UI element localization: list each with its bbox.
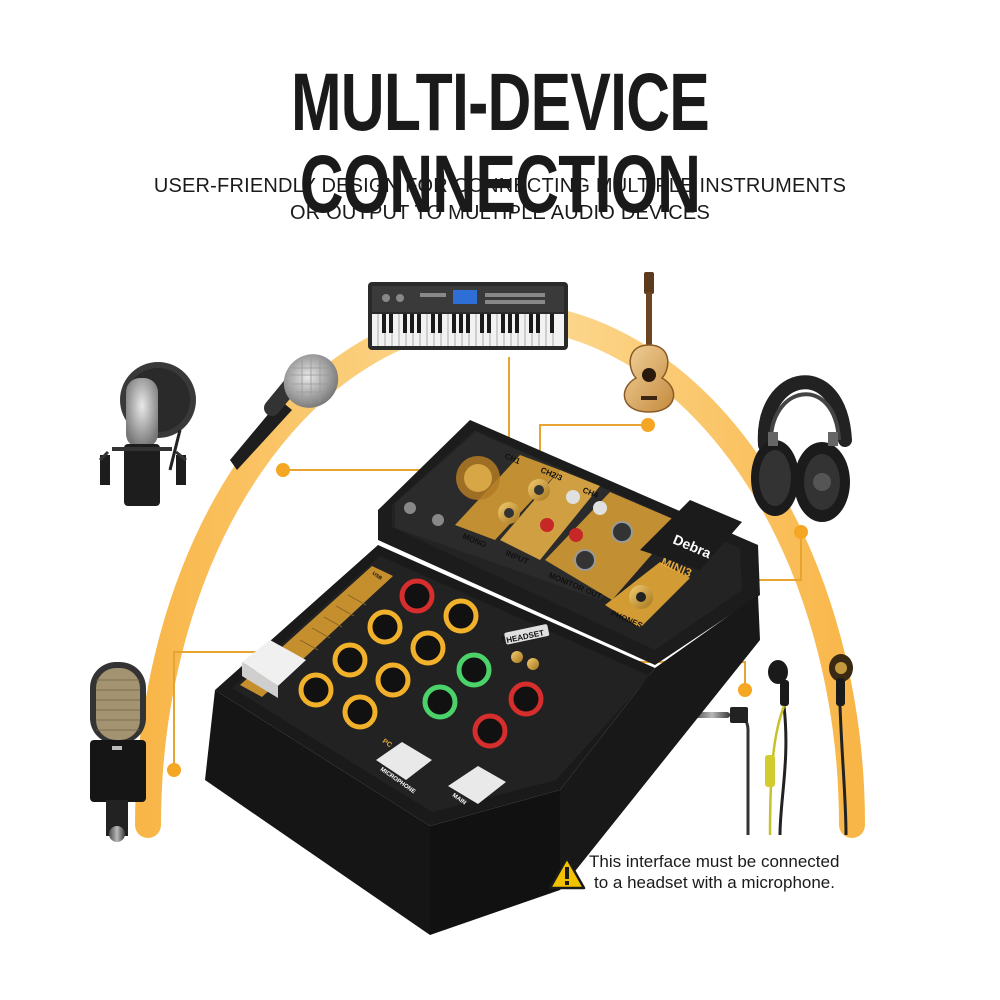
connection-dots bbox=[167, 418, 808, 777]
studio-microphone-image bbox=[90, 662, 146, 842]
headset-notice: This interface must be connected to a he… bbox=[548, 852, 888, 896]
keyboard-image bbox=[368, 282, 568, 350]
studio-headphones-image bbox=[751, 375, 852, 522]
notice-line-1: This interface must be connected bbox=[589, 852, 840, 871]
subtitle-line-1: USER-FRIENDLY DESIGN FOR CONNECTING MULT… bbox=[153, 175, 847, 197]
page-title: MULTI-DEVICE CONNECTION bbox=[290, 57, 710, 230]
acoustic-guitar-image bbox=[623, 272, 675, 413]
condenser-microphone-image bbox=[98, 362, 196, 506]
page-subtitle: USER-FRIENDLY DESIGN FOR CONNECTING MULT… bbox=[0, 173, 1000, 227]
mixer-knobs bbox=[298, 578, 544, 749]
label-pc: PC bbox=[381, 738, 393, 749]
earphones-image bbox=[694, 654, 853, 836]
notice-line-2: to a headset with a microphone. bbox=[594, 873, 835, 892]
warning-icon bbox=[548, 856, 586, 890]
mixer-jacks bbox=[404, 456, 653, 670]
mixer-image: CH1 CH2/3 CH4 MONO INPUT MONITOR OUT PHO… bbox=[205, 420, 760, 935]
handheld-microphone-image bbox=[230, 354, 339, 470]
label-usb: USB bbox=[371, 571, 383, 582]
subtitle-line-2: OR OUTPUT TO MULTIPLE AUDIO DEVICES bbox=[289, 202, 711, 224]
